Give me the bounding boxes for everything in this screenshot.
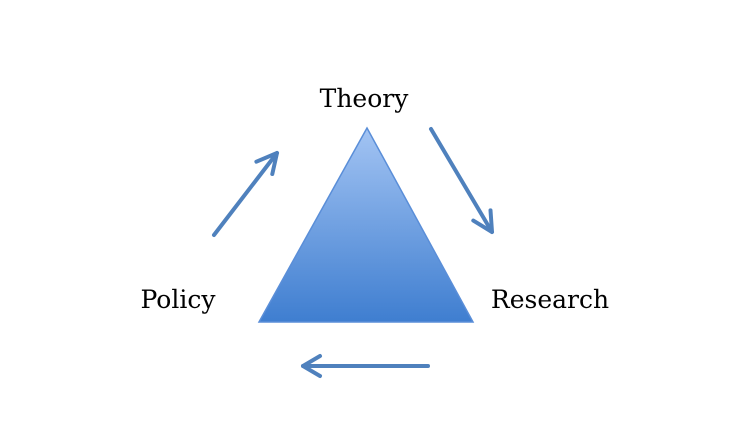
arrow-theory-to-research — [429, 127, 494, 234]
node-label-research: Research — [491, 285, 609, 314]
arrow-policy-to-theory — [212, 151, 279, 237]
arrow-research-to-policy — [301, 354, 430, 378]
node-label-policy: Policy — [141, 285, 217, 314]
node-label-theory: Theory — [320, 84, 410, 113]
center-triangle — [257, 126, 475, 323]
